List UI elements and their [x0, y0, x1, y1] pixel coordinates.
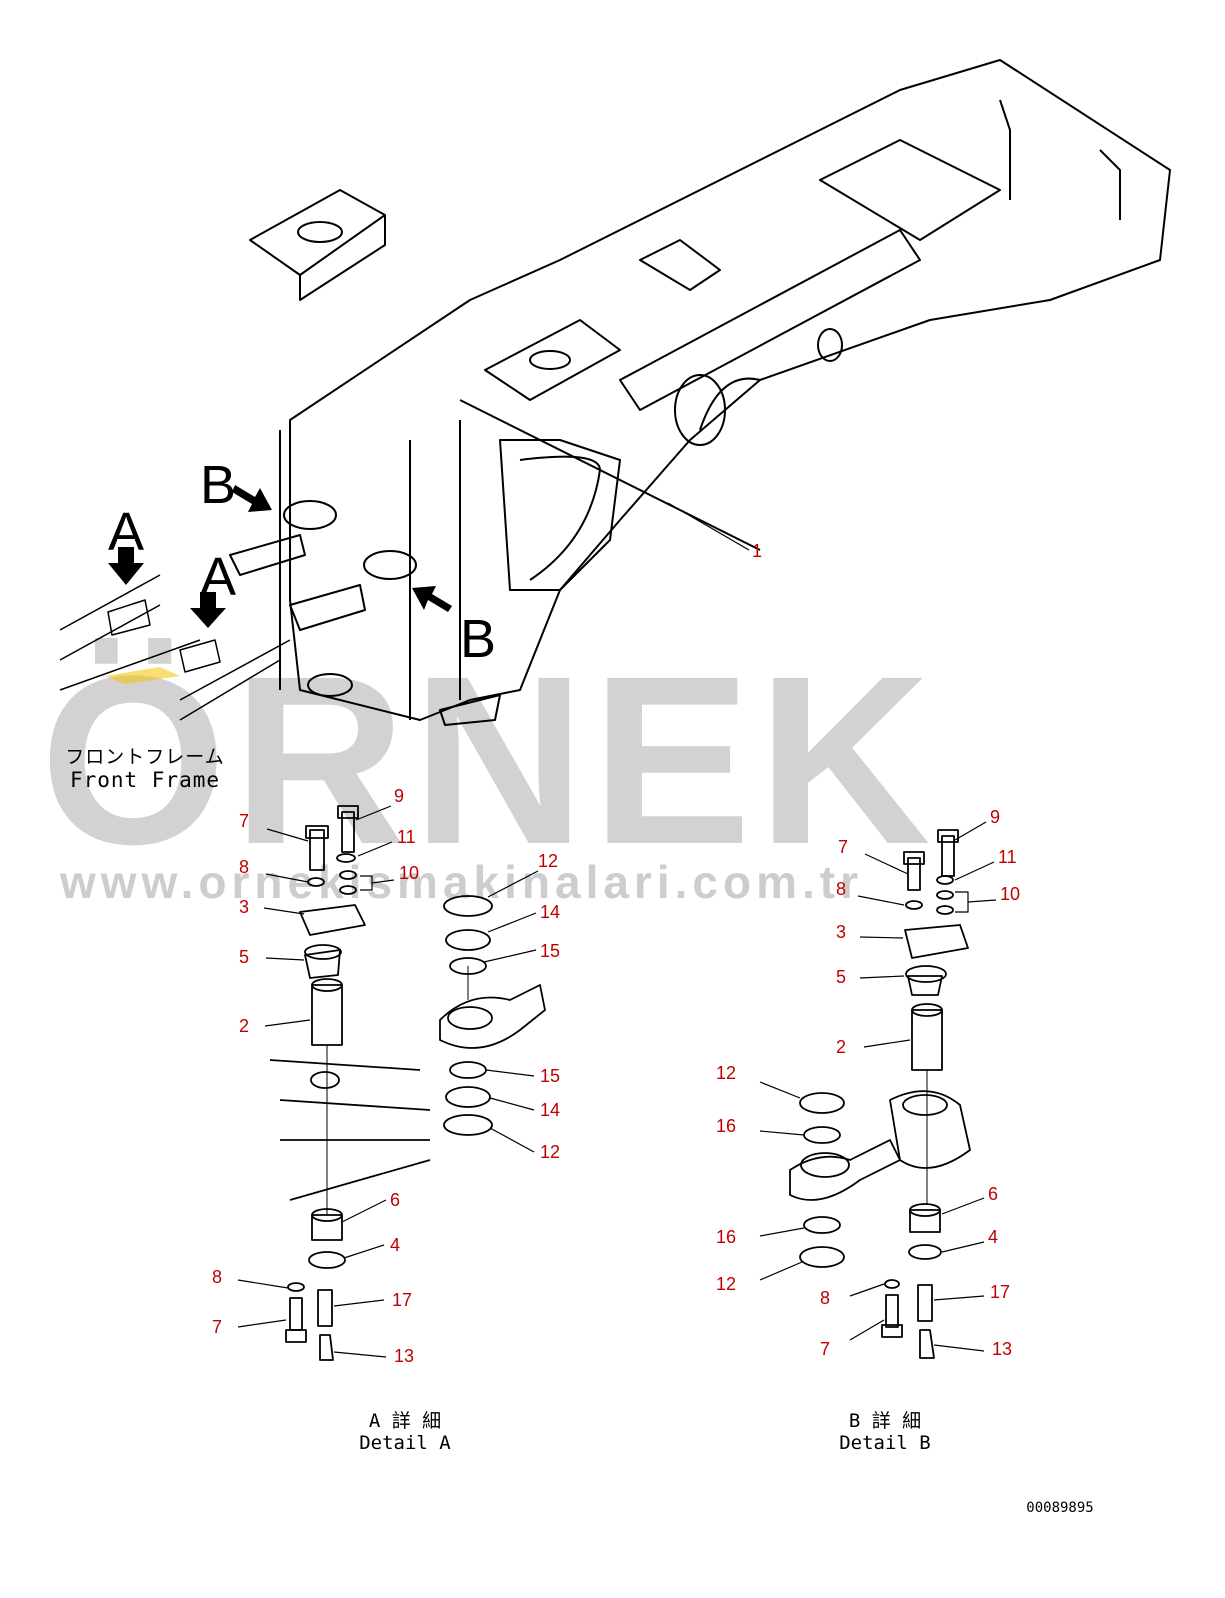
- callout-a-7-top: 7: [239, 811, 250, 831]
- callout-b-10: 10: [1000, 884, 1021, 904]
- leader-1: [667, 502, 750, 551]
- view-marker-a-left: A: [108, 502, 145, 562]
- callout-a-4: 4: [390, 1235, 401, 1255]
- callout-a-10: 10: [399, 863, 420, 883]
- watermark-site: www.ornekismakinalari.com.tr: [60, 856, 863, 908]
- front-frame-thumbnail: [59, 574, 291, 721]
- view-marker-b-top: B: [200, 455, 237, 515]
- callout-a-15-bottom: 15: [540, 1066, 561, 1086]
- callout-a-2: 2: [239, 1016, 250, 1036]
- callout-b-6: 6: [988, 1184, 999, 1204]
- callout-a-13: 13: [394, 1346, 415, 1366]
- callout-b-13: 13: [992, 1339, 1013, 1359]
- view-marker-b-bottom: B: [460, 609, 497, 669]
- callout-a-15-top: 15: [540, 941, 561, 961]
- detail-a-caption-jp: A 詳 細: [368, 1410, 442, 1432]
- diagram-id: 00089895: [1026, 1500, 1094, 1516]
- detail-a-caption-en: Detail A: [359, 1432, 451, 1454]
- callout-b-4: 4: [988, 1227, 999, 1247]
- detail-a-drawing: [269, 805, 546, 1361]
- callout-a-12-top: 12: [538, 851, 559, 871]
- view-arrows: [108, 485, 452, 628]
- callout-b-5: 5: [836, 967, 847, 987]
- callout-b-8-top: 8: [836, 879, 847, 899]
- callout-a-3: 3: [239, 897, 250, 917]
- front-frame-drawing: [229, 59, 1171, 726]
- callout-b-3: 3: [836, 922, 847, 942]
- view-marker-a-right: A: [200, 547, 237, 607]
- callout-a-8-bottom: 8: [212, 1267, 223, 1287]
- callout-b-7-top: 7: [838, 837, 849, 857]
- watermark-brand: ÖRNEK: [40, 626, 937, 894]
- callout-a-8-top: 8: [239, 857, 250, 877]
- callout-b-17: 17: [990, 1282, 1011, 1302]
- callout-b-8-bottom: 8: [820, 1288, 831, 1308]
- callout-a-6: 6: [390, 1190, 401, 1210]
- callout-a-17: 17: [392, 1290, 413, 1310]
- callout-a-14-top: 14: [540, 902, 561, 922]
- callout-a-5: 5: [239, 947, 250, 967]
- detail-b-caption-jp: B 詳 細: [848, 1410, 922, 1432]
- callout-b-16-top: 16: [716, 1116, 737, 1136]
- callout-b-12-bottom: 12: [716, 1274, 737, 1294]
- callout-b-2: 2: [836, 1037, 847, 1057]
- callout-b-12-top: 12: [716, 1063, 737, 1083]
- callout-1: 1: [752, 541, 763, 561]
- callout-a-14-bottom: 14: [540, 1100, 561, 1120]
- callout-a-9: 9: [394, 786, 405, 806]
- callout-a-12-bottom: 12: [540, 1142, 561, 1162]
- detail-a-leaders: [237, 805, 539, 1358]
- callout-a-11: 11: [397, 827, 416, 847]
- front-frame-caption-en: Front Frame: [69, 768, 221, 792]
- callout-b-9: 9: [990, 807, 1001, 827]
- callout-b-11: 11: [998, 847, 1017, 867]
- detail-b-drawing: [789, 829, 971, 1359]
- callout-b-7-bottom: 7: [820, 1339, 831, 1359]
- callout-b-16-bottom: 16: [716, 1227, 737, 1247]
- detail-b-caption-en: Detail B: [839, 1432, 931, 1454]
- detail-b-leaders: [759, 821, 997, 1352]
- callout-a-7-bottom: 7: [212, 1317, 223, 1337]
- front-frame-caption-jp: フロントフレーム: [65, 746, 225, 768]
